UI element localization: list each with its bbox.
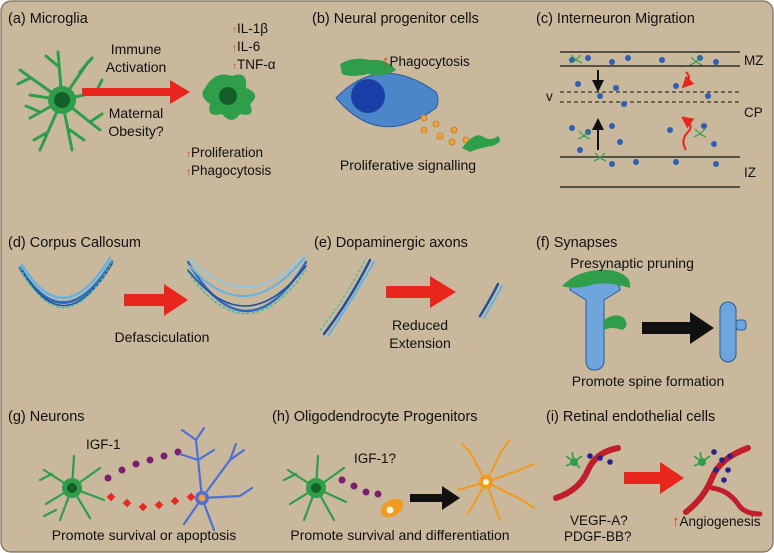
panel-e-graphic bbox=[319, 257, 503, 337]
angiogenesis-label: ↑Angiogenesis bbox=[672, 514, 761, 529]
opc-microglia-icon bbox=[282, 454, 348, 522]
il1b-label: ↑IL-1β bbox=[232, 22, 268, 36]
cp-label: CP bbox=[744, 105, 763, 120]
panel-b-title: (b) Neural progenitor cells bbox=[312, 11, 479, 27]
dendrite-icon bbox=[719, 301, 737, 363]
vessel-branch-icon bbox=[709, 485, 763, 517]
il6-text: IL-6 bbox=[237, 39, 261, 54]
microglia-process-icon bbox=[462, 135, 500, 152]
igf1-h-dots bbox=[338, 476, 382, 498]
phagocytosis-a-label: ↑Phagocytosis bbox=[186, 164, 271, 178]
pdgf-label: PDGF-BB? bbox=[564, 529, 632, 544]
panel-c-title: (c) Interneuron Migration bbox=[536, 11, 695, 27]
microglia-process-f-icon bbox=[604, 315, 627, 330]
vessel-before-icon bbox=[553, 445, 621, 501]
microglia-nucleus bbox=[54, 92, 70, 108]
retina-microglia-after-icon bbox=[693, 451, 711, 467]
signalling-label: Proliferative signalling bbox=[339, 157, 477, 173]
up-arrow-icon: ↑ bbox=[672, 513, 680, 530]
up-arrow-icon: ↑ bbox=[186, 167, 191, 178]
oligodendrocyte-icon bbox=[457, 439, 535, 521]
spine-formation-arrow bbox=[642, 312, 714, 344]
igf1-h-label: IGF-1? bbox=[354, 451, 397, 466]
differentiation-arrow bbox=[410, 486, 460, 510]
survival-apoptosis-label: Promote survival or apoptosis bbox=[51, 527, 237, 543]
proliferation-label: ↑Proliferation bbox=[186, 146, 263, 160]
activation-arrow bbox=[82, 80, 190, 104]
reduced-extension-arrow bbox=[386, 276, 456, 308]
panel-f-graphic bbox=[562, 269, 747, 371]
pruning-microglia-icon bbox=[562, 269, 631, 288]
tnfa-label: ↑TNF-α bbox=[232, 58, 276, 72]
ramified-microglia-icon bbox=[16, 50, 107, 152]
survival-differentiation-label: Promote survival and differentiation bbox=[290, 527, 510, 543]
tnfa-text: TNF-α bbox=[237, 57, 276, 72]
panel-a-graphic bbox=[16, 50, 256, 152]
v-label: v bbox=[546, 89, 553, 104]
growth-factor-dots bbox=[587, 453, 613, 465]
engulfing-microglia-icon bbox=[340, 58, 396, 76]
signalling-dots bbox=[420, 114, 470, 146]
iz-label: IZ bbox=[744, 165, 756, 180]
activation-label: Activation bbox=[105, 59, 167, 75]
panel-g-title: (g) Neurons bbox=[8, 409, 85, 425]
up-arrow-icon: ↑ bbox=[186, 149, 191, 160]
up-arrow-icon: ↑ bbox=[232, 61, 237, 72]
phagocytosis-a-text: Phagocytosis bbox=[191, 163, 272, 178]
panel-b-graphic bbox=[335, 58, 500, 152]
up-arrow-icon: ↑ bbox=[382, 53, 390, 70]
angiogenesis-arrow bbox=[624, 462, 684, 494]
panel-d-graphic bbox=[18, 253, 308, 315]
phagocytosis-b-text: Phagocytosis bbox=[389, 54, 470, 69]
phagocytosis-b-label: ↑Phagocytosis bbox=[382, 54, 470, 69]
il6-label: ↑IL-6 bbox=[232, 40, 260, 54]
neuron-microglia-icon bbox=[38, 454, 106, 522]
mz-label: MZ bbox=[744, 53, 764, 68]
amoeboid-nucleus bbox=[219, 87, 237, 105]
panel-h-title: (h) Oligodendrocyte Progenitors bbox=[272, 409, 478, 425]
up-arrow-icon: ↑ bbox=[232, 43, 237, 54]
apoptosis-diamonds bbox=[106, 492, 196, 512]
igf1-dots bbox=[104, 448, 182, 482]
migration-microglia-icons bbox=[569, 54, 707, 162]
extension-label: Extension bbox=[389, 335, 451, 351]
panel-g-graphic bbox=[38, 426, 254, 532]
panel-a-title: (a) Microglia bbox=[8, 11, 88, 27]
new-spine-icon bbox=[735, 319, 747, 331]
panel-e-title: (e) Dopaminergic axons bbox=[314, 235, 468, 251]
angiogenesis-text: Angiogenesis bbox=[679, 514, 761, 529]
reduced-label: Reduced bbox=[391, 317, 449, 333]
obesity-label: Obesity? bbox=[108, 123, 164, 139]
pruning-label: Presynaptic pruning bbox=[570, 255, 694, 271]
progenitor-nucleus bbox=[351, 79, 385, 113]
defasciculation-label: Defasciculation bbox=[114, 329, 210, 345]
panel-d-title: (d) Corpus Callosum bbox=[8, 235, 141, 251]
up-arrow-icon: ↑ bbox=[232, 25, 237, 36]
panel-i-title: (i) Retinal endothelial cells bbox=[546, 409, 716, 425]
maternal-label: Maternal bbox=[108, 105, 164, 121]
il1b-text: IL-1β bbox=[237, 21, 269, 36]
panel-h-graphic bbox=[282, 439, 535, 522]
immune-label: Immune bbox=[110, 41, 162, 57]
proliferation-text: Proliferation bbox=[191, 145, 264, 160]
defasciculation-arrow bbox=[124, 284, 188, 316]
interneuron-dots bbox=[569, 55, 719, 167]
panel-i-graphic bbox=[553, 445, 763, 517]
vegf-label: VEGF-A? bbox=[570, 513, 628, 528]
target-neuron-icon bbox=[178, 426, 254, 532]
retina-microglia-icon bbox=[565, 451, 583, 469]
vessel-after-icon bbox=[683, 445, 751, 515]
panel-c-graphic bbox=[560, 51, 740, 188]
igf1-label: IGF-1 bbox=[86, 437, 121, 452]
panel-f-title: (f) Synapses bbox=[536, 235, 618, 251]
growth-factor-after-dots bbox=[711, 449, 733, 483]
spine-label: Promote spine formation bbox=[571, 373, 725, 389]
